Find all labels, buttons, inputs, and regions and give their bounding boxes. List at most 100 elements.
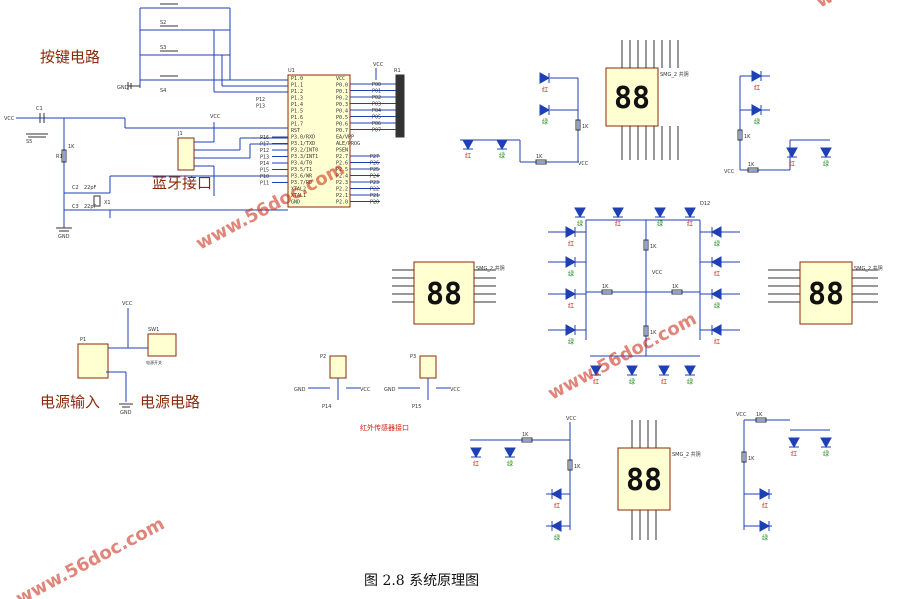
net-label: P07 [372,128,381,134]
seg-digits: 88 [626,463,662,498]
vcc-label: VCC [578,161,589,167]
resistor [567,459,573,471]
c1-label: C1 [36,106,43,112]
mcu-right-pin: P2.2 [336,187,348,193]
net-label: P22 [370,187,379,193]
led-diode: 绿 [759,520,771,542]
gnd-label-reset: GND [58,234,70,240]
net-label: P03 [372,102,381,108]
gnd-label-keys: GND [117,85,129,91]
mcu-left-pin: P3.1/TXD [291,141,315,147]
led-diode: 绿 [820,147,832,168]
led-color-label: 绿 [542,118,548,126]
mcu-right-pin: P0.0 [336,83,348,89]
net-label: P12 [256,97,265,103]
led-diode: 红 [710,324,722,346]
vcc-label-bt: VCC [210,114,221,120]
led-color-label: 绿 [714,302,720,310]
seven-segment-display: 88 SMG_2 共阴 [799,261,883,325]
led-color-label: 红 [661,378,667,386]
mcu-right-pin: P0.6 [336,122,348,128]
led-color-label: 绿 [554,534,560,542]
gnd-label-p3: GND [384,387,396,393]
resistor-value: 1K [672,284,679,290]
net-label: P21 [370,193,379,199]
c2-value: 22pF [84,185,97,191]
led-color-label: 红 [568,240,574,248]
c2-label: C2 [72,185,79,191]
led-color-label: 绿 [568,338,574,346]
led-color-label: 红 [473,460,479,468]
mcu-left-pin: P3.7/RD [291,180,312,186]
led-diode: 绿 [565,256,577,278]
led-color-label: 红 [568,302,574,310]
led-diode: 红 [590,365,602,386]
mcu-right-pin: P2.7 [336,154,348,160]
svg-text:S3: S3 [160,45,166,51]
seg-label: SMG_2 共阴 [854,265,883,272]
seg-digits: 88 [808,277,844,312]
led-color-label: 绿 [762,534,768,542]
led-color-label: 绿 [507,460,513,468]
mcu-right-pin: VCC [336,76,345,82]
led-diode: 绿 [654,207,666,228]
led-color-label: 绿 [657,220,663,228]
resistor-value: 1K [748,456,755,462]
power-input-label: 电源输入 [40,393,100,411]
j1-label: J1 [177,131,183,137]
led-diode: 红 [710,256,722,278]
rpack-label: R1 [394,68,401,74]
led-diode: 红 [550,488,562,510]
mcu-right-pin: ALE/PROG [336,141,360,147]
mcu-left-pin: P3.0/RXD [291,135,315,141]
mcu-right-pin: P2.6 [336,161,348,167]
watermark-3: www.56doc.com [12,513,168,599]
gnd-label-power: GND [120,410,132,416]
led-diode: 红 [751,70,763,92]
mcu-left-pin: P3.4/T0 [291,161,312,167]
led-diode: 绿 [496,139,508,160]
net-label: P05 [372,115,381,121]
mcu-left-pin: P1.1 [291,83,303,89]
s5-label: S5 [26,139,32,145]
resistor [535,159,547,165]
led-diode: 绿 [684,365,696,386]
net-label: P02 [372,95,381,101]
net-label: P25 [370,167,379,173]
led-color-label: 红 [554,502,560,510]
resistor-value: 1K [522,432,529,438]
led-diode: 红 [565,288,577,310]
net-label: P15 [260,168,269,174]
led-color-label: 红 [465,152,471,160]
mcu-left-pin: GND [291,200,300,206]
led-color-label: 红 [762,502,768,510]
mcu-right-pin: P2.3 [336,180,348,186]
led-color-label: 绿 [568,270,574,278]
led-color-label: 红 [754,84,760,92]
mcu-left-pin: P1.0 [291,76,303,82]
svg-text:S2: S2 [160,20,166,26]
led-color-label: 绿 [499,152,505,160]
led-diode: 红 [788,437,800,458]
resistor-value: 1K [602,284,609,290]
resistor [755,417,767,423]
led-diode: 绿 [626,365,638,386]
seg-digits: 88 [614,81,650,116]
led-color-label: 绿 [823,160,829,168]
mcu-right-pin: P2.4 [336,174,348,180]
gnd-label-p2: GND [294,387,306,393]
led-diode: 红 [612,207,624,228]
watermark-4: www.56doc.com [812,0,919,12]
net-label: P24 [370,174,379,180]
bluetooth-section: J1 VCC 蓝牙接口 [152,114,288,196]
net-label: P06 [372,121,381,127]
sw1-label: SW1 [148,327,159,333]
intersection-wiring: VCC [585,219,701,357]
led-diode: 红 [684,207,696,228]
mcu-right-pins: VCCP0.0P0.1P0.2P0.3P0.4P0.5P0.6P0.7EA/VP… [336,76,360,206]
